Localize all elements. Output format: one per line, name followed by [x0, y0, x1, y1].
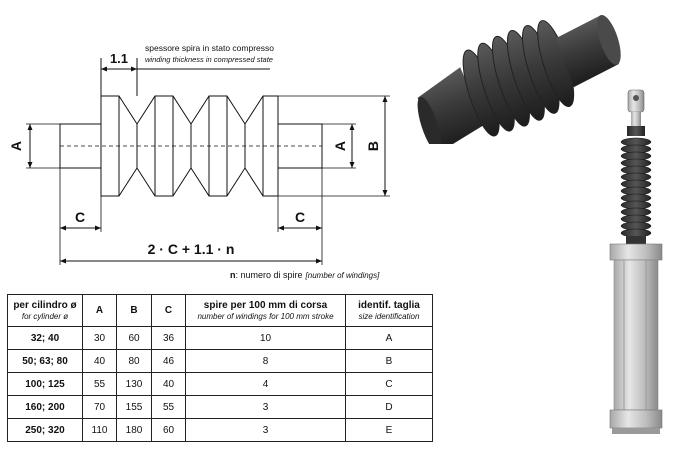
cell-b: 130 [116, 372, 152, 396]
cell-windings: 10 [185, 326, 346, 350]
a-right-label: A [332, 141, 348, 151]
col-header-c: C [151, 294, 186, 327]
thickness-label: 1.1 [110, 51, 128, 66]
bellows-dimension-drawing: 1.1 spessore spira in stato compresso wi… [8, 43, 390, 280]
cell-a: 110 [82, 418, 117, 442]
cell-a: 40 [82, 349, 117, 373]
table-row: 50; 63; 80 40 80 46 8 B [7, 349, 433, 373]
a-left-label: A [8, 141, 24, 151]
cell-c: 46 [151, 349, 186, 373]
cell-windings: 3 [185, 395, 346, 419]
col-header-a: A [82, 294, 117, 327]
cell-size-id: B [345, 349, 433, 373]
cell-cylinder: 32; 40 [7, 326, 83, 350]
table-row: 250; 320 110 180 60 3 E [7, 418, 433, 442]
cell-windings: 8 [185, 349, 346, 373]
cylinder-photo [609, 89, 663, 434]
cell-windings: 3 [185, 418, 346, 442]
cell-size-id: E [345, 418, 433, 442]
left-collar [59, 123, 102, 169]
cell-b: 180 [116, 418, 152, 442]
n-symbol: n [230, 270, 236, 280]
cell-a: 55 [82, 372, 117, 396]
cell-size-id: A [345, 326, 433, 350]
cell-cylinder: 250; 320 [7, 418, 83, 442]
c-left-label: C [75, 209, 85, 225]
cell-c: 36 [151, 326, 186, 350]
b-label: B [365, 141, 381, 151]
cell-size-id: D [345, 395, 433, 419]
cell-cylinder: 160; 200 [7, 395, 83, 419]
col-header-b: B [116, 294, 152, 327]
bellows-top-outline [100, 95, 279, 125]
cell-c: 40 [151, 372, 186, 396]
cell-a: 30 [82, 326, 117, 350]
cell-c: 55 [151, 395, 186, 419]
cell-a: 70 [82, 395, 117, 419]
table-row: 32; 40 30 60 36 10 A [7, 326, 433, 350]
cell-size-id: C [345, 372, 433, 396]
n-description: : numero di spire [236, 270, 303, 280]
cell-b: 80 [116, 349, 152, 373]
cell-cylinder: 100; 125 [7, 372, 83, 396]
c-right-label: C [295, 209, 305, 225]
note-italian: spessore spira in stato compresso [145, 43, 274, 53]
note-english: winding thickness in compressed state [145, 55, 273, 64]
bellows-photo [417, 15, 621, 144]
cell-b: 155 [116, 395, 152, 419]
cell-c: 60 [151, 418, 186, 442]
total-length-formula: 2 · C + 1.1 · n [148, 241, 235, 257]
bellows-bottom-outline [100, 167, 279, 197]
cell-b: 60 [116, 326, 152, 350]
cell-windings: 4 [185, 372, 346, 396]
n-legend: n: numero di spire[number of windings] [230, 270, 380, 280]
cell-cylinder: 50; 63; 80 [7, 349, 83, 373]
table-row: 160; 200 70 155 55 3 D [7, 395, 433, 419]
table-row: 100; 125 55 130 40 4 C [7, 372, 433, 396]
n-description-en: [number of windings] [305, 271, 381, 280]
